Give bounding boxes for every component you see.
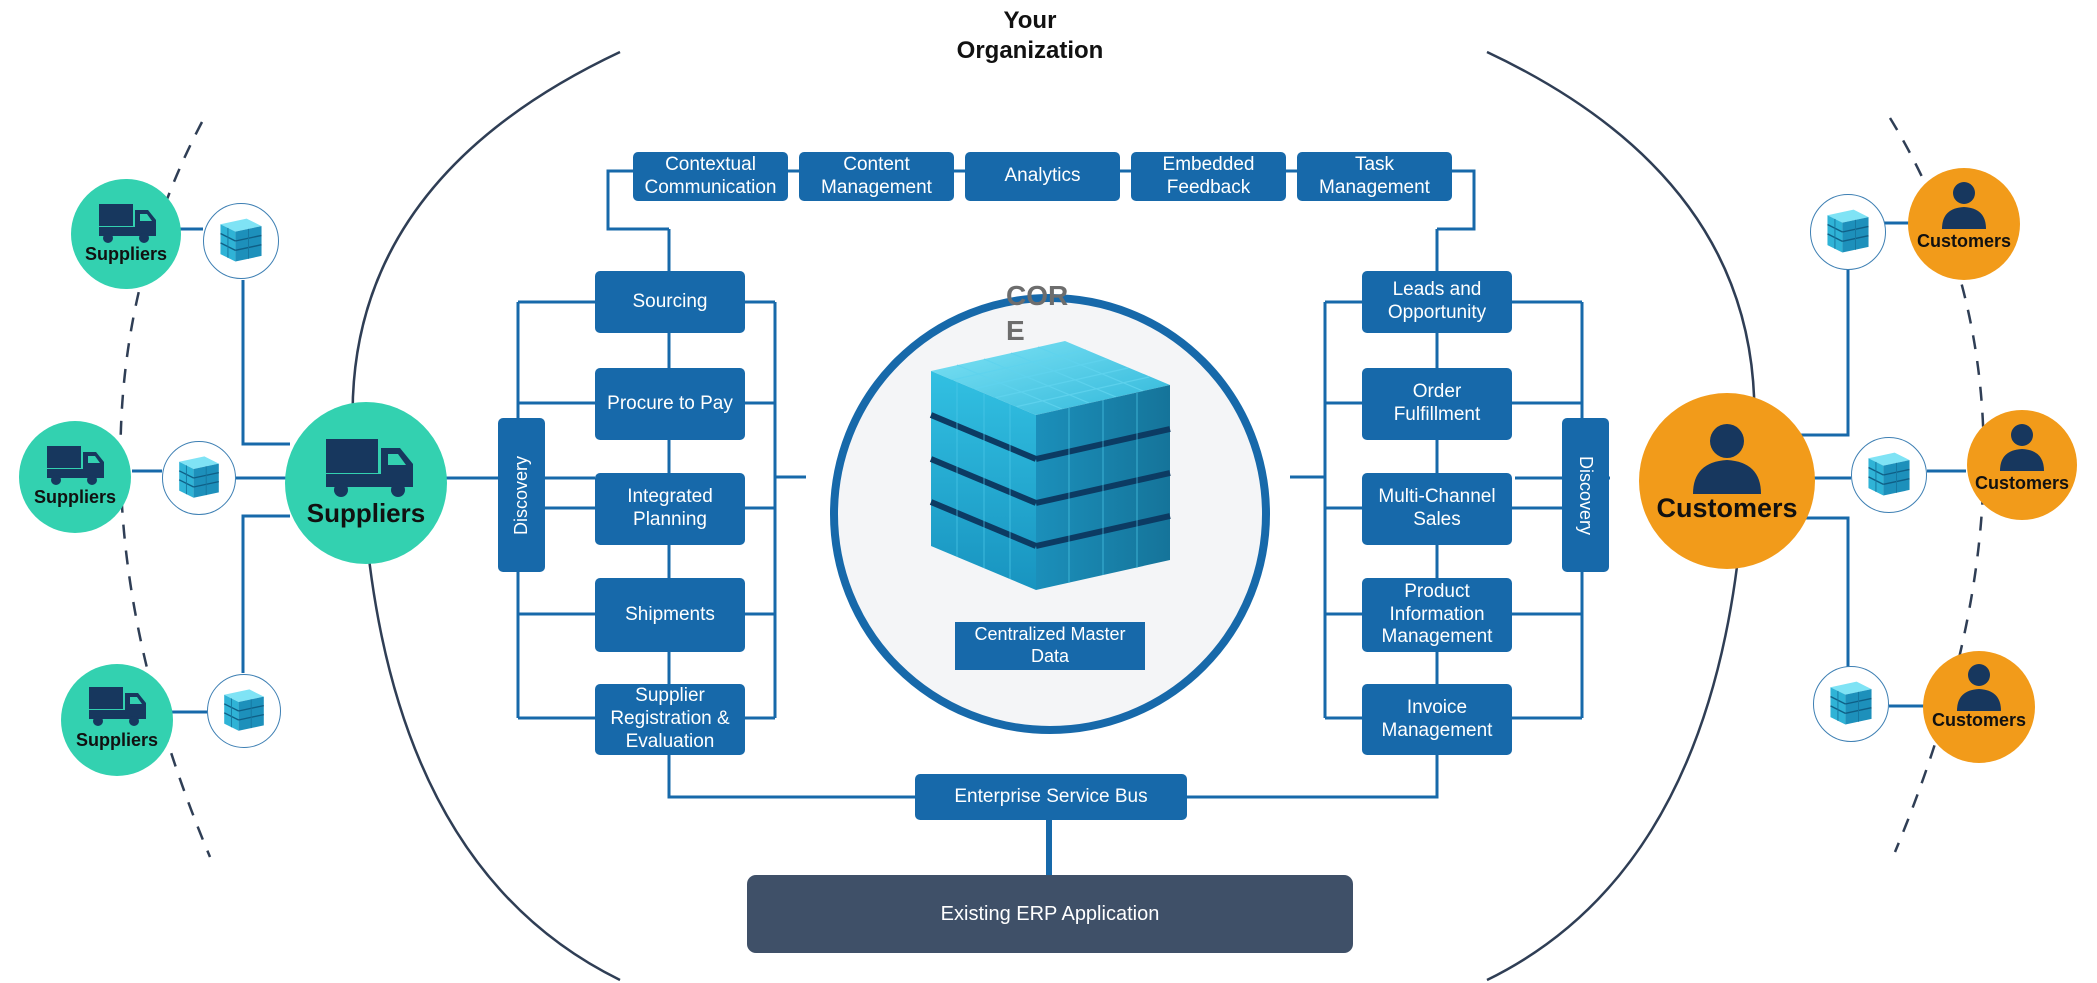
discovery-bar-left[interactable]: Discovery [498,418,545,572]
module-multi-channel-sales[interactable]: Multi-Channel Sales [1362,473,1512,545]
discovery-bar-right[interactable]: Discovery [1562,418,1609,572]
module-invoice-management[interactable]: Invoice Management [1362,684,1512,755]
service-contextual-communication[interactable]: Contextual Communication [633,152,788,201]
database-cube-icon [1851,437,1927,513]
discovery-label-right: Discovery [1576,455,1597,535]
module-integrated-planning[interactable]: Integrated Planning [595,473,745,545]
database-cube-icon [207,674,281,748]
database-cube-icon [203,203,279,279]
supplier-label-top: Suppliers [84,243,168,264]
person-icon [1693,424,1761,494]
organization-title-line1: Your [1003,7,1057,34]
customer-label-bottom: Customers [1931,709,2027,730]
module-shipments[interactable]: Shipments [595,578,745,652]
person-icon [2000,424,2044,471]
core-label: CORE [1006,280,1069,346]
customer-main-label: Customers [1656,492,1798,523]
organization-title: Your Organization [880,6,1180,66]
service-content-management[interactable]: Content Management [799,152,954,201]
truck-icon [99,204,156,243]
enterprise-service-bus[interactable]: Enterprise Service Bus [915,774,1187,820]
service-task-management[interactable]: Task Management [1297,152,1452,201]
supplier-label-middle: Suppliers [33,486,117,507]
customer-label-top: Customers [1916,230,2012,251]
module-procure-to-pay[interactable]: Procure to Pay [595,368,745,440]
core-cube-graphic [929,341,1171,590]
customer-label-middle: Customers [1974,472,2070,493]
truck-icon [89,687,146,726]
supplier-main-label: Suppliers [306,497,426,528]
organization-title-line2: Organization [956,37,1104,64]
truck-icon [47,446,104,485]
truck-icon [326,439,413,497]
service-analytics[interactable]: Analytics [965,152,1120,201]
existing-erp-application[interactable]: Existing ERP Application [747,875,1353,953]
module-product-information-management[interactable]: Product Information Management [1362,578,1512,652]
discovery-label-left: Discovery [511,455,532,535]
person-icon [1942,182,1986,229]
supplier-label-bottom: Suppliers [75,729,159,750]
database-cube-icon [162,441,236,515]
module-order-fulfillment[interactable]: Order Fulfillment [1362,368,1512,440]
centralized-master-data-label: Centralized Master Data [955,622,1145,670]
module-sourcing[interactable]: Sourcing [595,271,745,333]
database-cube-icon [1810,194,1886,270]
person-icon [1957,664,2001,711]
module-supplier-registration[interactable]: Supplier Registration & Evaluation [595,684,745,755]
supplier-node-bottom [61,664,173,776]
module-leads-and-opportunity[interactable]: Leads and Opportunity [1362,271,1512,333]
database-cube-icon [1813,666,1889,742]
service-embedded-feedback[interactable]: Embedded Feedback [1131,152,1286,201]
